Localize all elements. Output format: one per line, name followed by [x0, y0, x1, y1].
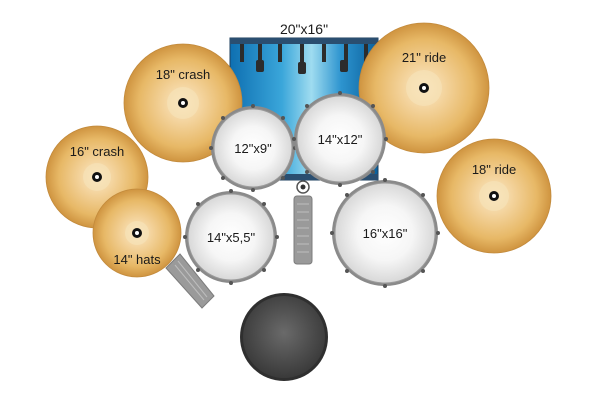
- snare-drum: 14"x5,5": [183, 189, 279, 285]
- floor-tom: 16"x16": [330, 178, 440, 288]
- bass-drum-pedal: [293, 180, 313, 265]
- bass-drum-lugs: [240, 44, 368, 74]
- floor-tom-label: 16"x16": [363, 226, 408, 241]
- tom-14x12: 14"x12": [292, 91, 388, 187]
- tom-12x9-label: 12"x9": [234, 141, 272, 156]
- hats-14-label: 14" hats: [113, 252, 161, 267]
- hats-14-cymbal: 14" hats: [92, 188, 182, 278]
- ride-18-cymbal: 18" ride: [436, 138, 552, 254]
- crash-18-cymbal: 18" crash: [123, 43, 243, 163]
- bass-drum-label: 20"x16": [280, 21, 328, 37]
- bass-drum-hoop-bottom: [230, 174, 378, 180]
- ride-18-label: 18" ride: [472, 162, 516, 177]
- ride-21-label: 21" ride: [402, 50, 446, 65]
- bass-drum-hoop-top: [230, 38, 378, 44]
- crash-16-label: 16" crash: [70, 144, 124, 159]
- crash-18-label: 18" crash: [156, 67, 210, 82]
- drum-throne: [240, 293, 328, 381]
- tom-12x9: 12"x9": [209, 104, 297, 192]
- tom-14x12-label: 14"x12": [318, 132, 363, 147]
- hihat-pedal: [165, 253, 215, 309]
- snare-label: 14"x5,5": [207, 230, 256, 245]
- ride-21-cymbal: 21" ride: [358, 22, 490, 154]
